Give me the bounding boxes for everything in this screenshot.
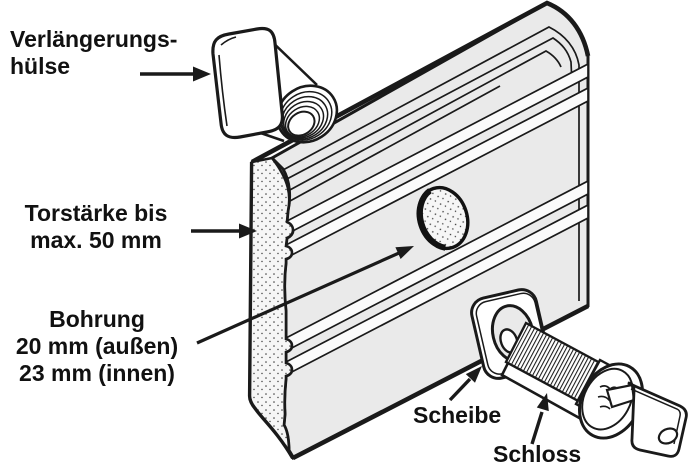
door-panel-illustration <box>247 0 591 461</box>
key-bow <box>627 381 688 458</box>
sleeve-arrow <box>140 66 211 82</box>
label-extension-sleeve: Verlängerungs- hülse <box>10 26 177 80</box>
label-washer: Scheibe <box>413 402 502 428</box>
lock-illustration <box>499 321 688 458</box>
bore-leader-arrow <box>196 246 414 345</box>
label-door-thickness-line2: max. 50 mm <box>30 227 162 253</box>
label-bore-line3: 23 mm (innen) <box>19 360 175 386</box>
lock-arrow <box>530 393 549 445</box>
label-extension-sleeve-line1: Verlängerungs- <box>10 26 178 52</box>
sleeve-flange <box>211 26 285 140</box>
label-extension-sleeve-line2: hülse <box>10 53 71 79</box>
label-door-thickness-line1: Torstärke bis <box>24 200 168 226</box>
label-bore-line2: 20 mm (außen) <box>15 333 179 359</box>
label-bore: Bohrung 20 mm (außen) 23 mm (innen) <box>0 306 194 387</box>
panel-bevel-lines <box>282 26 580 301</box>
label-door-thickness: Torstärke bis max. 50 mm <box>4 200 188 254</box>
drill-hole <box>416 185 470 251</box>
sleeve-thread-rings <box>275 84 339 144</box>
panel-groove-lines <box>285 62 588 377</box>
panel-cross-section <box>248 156 295 459</box>
label-bore-line1: Bohrung <box>49 306 145 332</box>
extension-sleeve-illustration <box>211 26 339 144</box>
label-lock: Schloss <box>493 441 582 467</box>
key-bow-hole <box>657 427 679 445</box>
thickness-arrow <box>191 223 257 239</box>
key-illustration <box>605 381 688 458</box>
washer-arrow <box>448 366 482 402</box>
